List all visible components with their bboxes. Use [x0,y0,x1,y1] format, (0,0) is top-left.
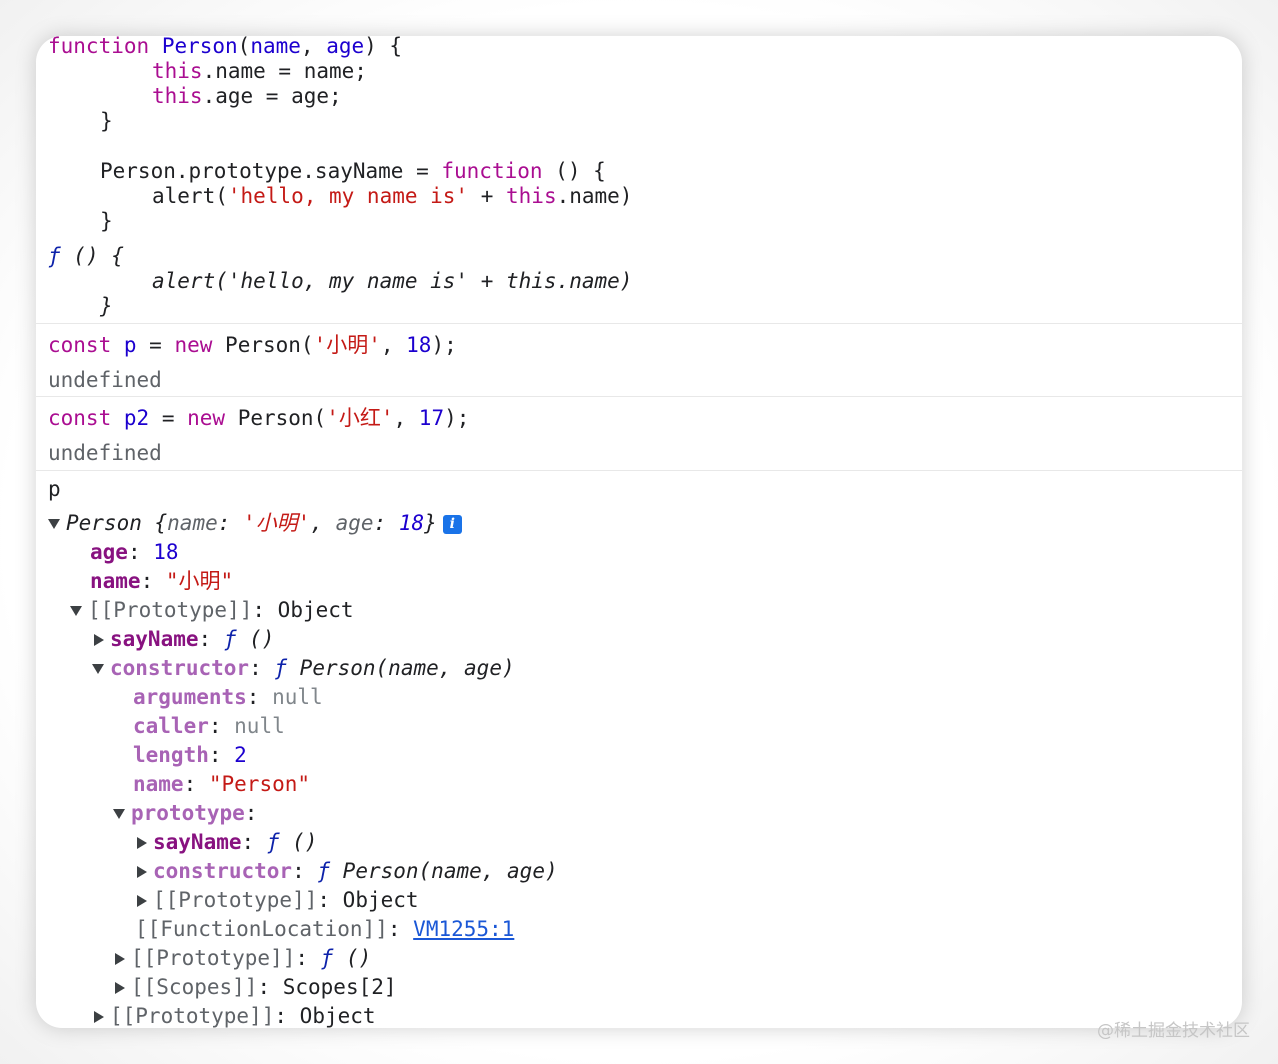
code-line: this.name = name; [152,59,367,83]
expand-triangle-icon[interactable] [70,606,82,616]
console-input[interactable]: const p2 = new Person('小红', 17); [48,406,470,430]
tree-property: name: "小明" [90,569,234,593]
console-result: undefined [48,441,162,465]
tree-property: name: "Person" [133,772,311,796]
tree-node-prototype[interactable]: [[Prototype]]: Object [92,1004,376,1028]
tree-node-constructor[interactable]: constructor: ƒ Person(name, age) [92,656,515,681]
tree-node-constructor[interactable]: constructor: ƒ Person(name, age) [135,859,558,884]
tree-node-prototype[interactable]: [[Prototype]]: Object [135,888,419,913]
tree-property: arguments: null [133,685,323,709]
tree-property: caller: null [133,714,285,738]
watermark: @稀土掘金技术社区 [1097,1021,1250,1041]
info-icon[interactable]: i [442,515,462,534]
code-line: alert('hello, my name is' + this.name) [152,184,633,208]
function-output-line: ƒ () { [48,244,124,268]
tree-node-sayname[interactable]: sayName: ƒ () [135,830,317,855]
code-line: } [100,109,113,133]
code-line: Person.prototype.sayName = function () { [100,159,606,183]
collapse-triangle-icon[interactable] [94,634,104,646]
code-line: this.age = age; [152,84,342,108]
devtools-console-panel: function Person(name, age) { this.name =… [36,36,1242,1028]
function-location-link[interactable]: VM1255:1 [413,917,515,941]
tree-node-sayname[interactable]: sayName: ƒ () [92,627,274,652]
collapse-triangle-icon[interactable] [137,837,147,849]
collapse-triangle-icon[interactable] [115,982,125,994]
collapse-triangle-icon[interactable] [115,953,125,965]
collapse-triangle-icon[interactable] [94,1011,104,1023]
tree-root[interactable]: Person {name: '小明', age: 18}i [48,511,462,536]
tree-node-scopes[interactable]: [[Scopes]]: Scopes[2] [113,975,397,1000]
tree-node-prototype[interactable]: [[Prototype]]: ƒ () [113,946,371,971]
tree-property: [[FunctionLocation]]: VM1255:1 [135,917,515,941]
code-line: function Person(name, age) { [48,36,403,58]
expand-triangle-icon[interactable] [92,664,104,674]
divider [36,323,1242,324]
tree-node-prototype-fn[interactable]: prototype: [113,801,257,826]
console-input[interactable]: const p = new Person('小明', 18); [48,333,457,357]
expand-triangle-icon[interactable] [113,809,125,819]
collapse-triangle-icon[interactable] [137,895,147,907]
collapse-triangle-icon[interactable] [137,866,147,878]
function-output-line: alert('hello, my name is' + this.name) [152,269,633,293]
tree-property: age: 18 [90,540,179,564]
code-line: } [100,209,113,233]
tree-property: length: 2 [133,743,247,767]
expand-triangle-icon[interactable] [48,519,60,529]
divider [36,396,1242,397]
console-result: undefined [48,368,162,392]
divider [36,470,1242,471]
function-output-line: } [100,294,113,318]
console-input[interactable]: p [48,477,61,501]
tree-node-prototype[interactable]: [[Prototype]]: Object [70,598,354,623]
